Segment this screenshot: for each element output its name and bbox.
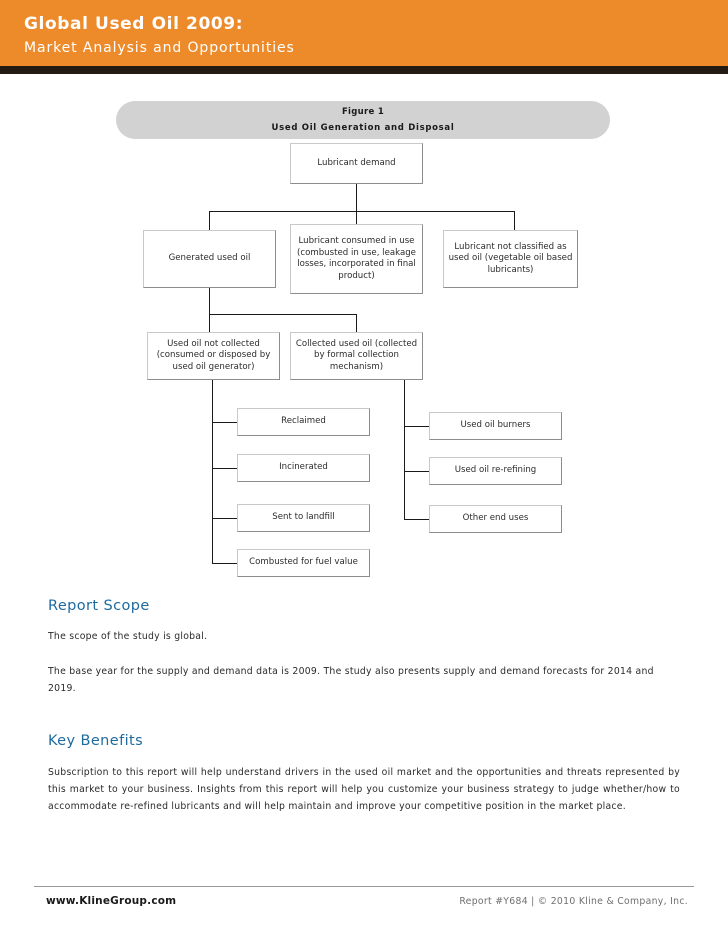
connector-to-collected [356,314,357,332]
connector-to-consumed [356,211,357,230]
connector-stub-other-uses [404,519,430,520]
flowchart: Lubricant demand Generated used oil Lubr… [143,143,578,577]
figure-number: Figure 1 [341,107,385,117]
paragraph-key-benefits-1: Subscription to this report will help un… [48,767,680,812]
node-collected-used-oil: Collected used oil (collected by formal … [290,332,423,380]
node-reclaimed: Reclaimed [237,408,370,436]
node-combusted-for-fuel-value: Combusted for fuel value [237,549,370,577]
page-header-band [0,0,728,66]
connector-demand-down [356,184,357,211]
footer-website-link[interactable]: www.KlineGroup.com [46,895,177,907]
node-sent-to-landfill: Sent to landfill [237,504,370,532]
connector-to-generated [209,211,210,230]
paragraph-report-scope-2: The base year for the supply and demand … [48,666,654,694]
connector-tier1-bus [209,211,514,212]
node-incinerated: Incinerated [237,454,370,482]
node-lubricant-consumed: Lubricant consumed in use (combusted in … [290,224,423,294]
connector-stub-re-refining [404,471,430,472]
heading-report-scope: Report Scope [48,598,150,614]
connector-right-spine [404,380,405,519]
footer-copyright: Report #Y684 | © 2010 Kline & Company, I… [459,896,688,907]
connector-stub-burners [404,426,430,427]
connector-stub-incinerated [212,468,238,469]
node-used-oil-re-refining: Used oil re-refining [429,457,562,485]
page-subtitle: Market Analysis and Opportunities [24,40,295,56]
connector-stub-landfill [212,518,238,519]
paragraph-report-scope-1: The scope of the study is global. [48,631,208,642]
page-title: Global Used Oil 2009: [24,14,244,34]
connector-to-not-classified [514,211,515,230]
node-lubricant-not-classified: Lubricant not classified as used oil (ve… [443,230,578,288]
node-lubricant-demand: Lubricant demand [290,143,423,184]
header-divider [0,66,728,74]
figure-caption-pill: Figure 1 Used Oil Generation and Disposa… [116,101,610,139]
footer-divider [34,886,694,887]
connector-tier2-bus [209,314,357,315]
node-other-end-uses: Other end uses [429,505,562,533]
node-used-oil-burners: Used oil burners [429,412,562,440]
connector-generated-down [209,288,210,314]
figure-caption-text: Used Oil Generation and Disposal [271,123,455,133]
connector-stub-reclaimed [212,422,238,423]
heading-key-benefits: Key Benefits [48,733,144,749]
node-generated-used-oil: Generated used oil [143,230,276,288]
node-used-oil-not-collected: Used oil not collected (consumed or disp… [147,332,280,380]
connector-to-not-collected [209,314,210,332]
connector-stub-combusted [212,563,238,564]
connector-left-spine [212,380,213,563]
